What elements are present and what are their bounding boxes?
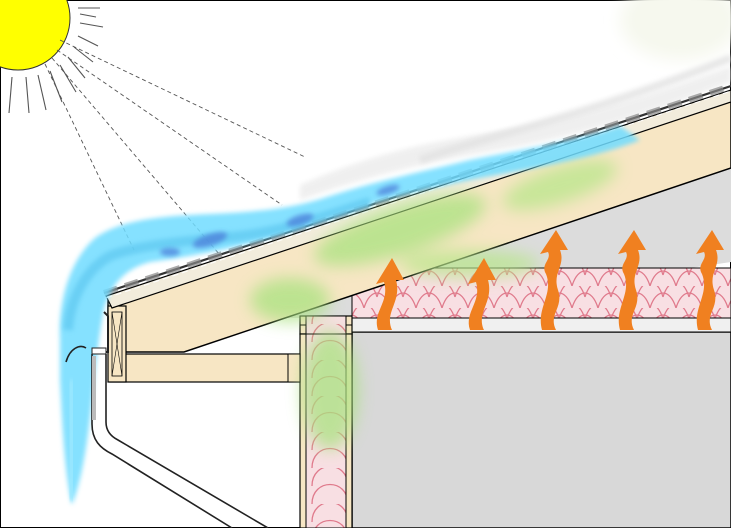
gutter-icon <box>65 311 109 363</box>
heat-arrow-icon <box>618 230 646 330</box>
downspout-icon <box>91 354 269 528</box>
heat-arrows <box>376 230 724 330</box>
meltwater-glow <box>250 159 618 450</box>
soffit <box>109 353 301 383</box>
sky-haze <box>620 0 731 60</box>
sun-icon <box>0 0 306 256</box>
heat-arrow-icon <box>540 230 568 330</box>
heat-arrow-icon <box>376 258 404 330</box>
heat-arrow-icon <box>696 230 724 330</box>
heat-arrow-icon <box>468 258 496 330</box>
ceiling-insulation <box>351 267 731 319</box>
ice-dam <box>59 126 641 505</box>
interior-room <box>351 331 731 528</box>
